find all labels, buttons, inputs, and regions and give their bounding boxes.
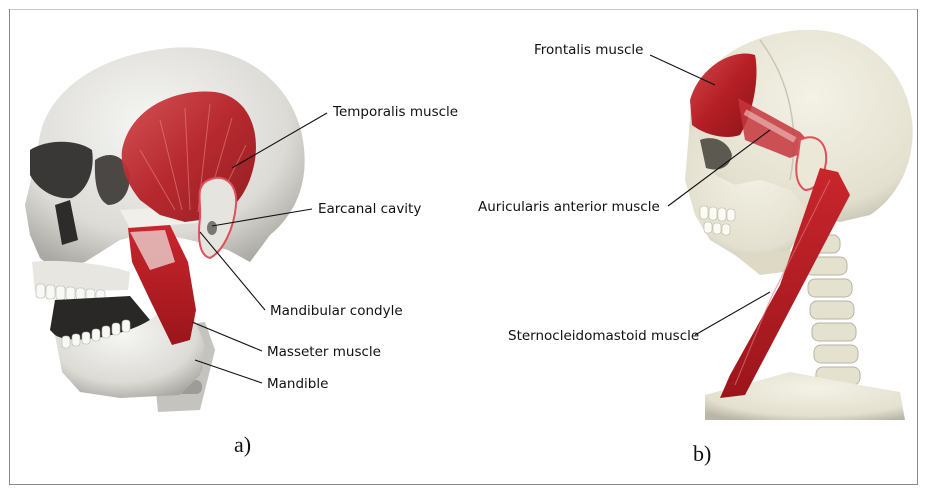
label-frontalis-muscle: Frontalis muscle (534, 42, 643, 58)
label-masseter-muscle: Masseter muscle (267, 344, 381, 360)
label-sternocleidomastoid-muscle: Sternocleidomastoid muscle (508, 328, 699, 344)
panel-b-head (650, 30, 913, 420)
label-mandible: Mandible (267, 376, 328, 392)
label-mandibular-condyle: Mandibular condyle (270, 303, 403, 319)
caption-panel-a: a) (234, 433, 251, 457)
label-auricularis-anterior-muscle: Auricularis anterior muscle (478, 199, 660, 215)
ear-canal-opening (207, 221, 217, 235)
label-earcanal-cavity: Earcanal cavity (318, 201, 421, 217)
caption-panel-b: b) (693, 442, 711, 466)
label-temporalis-muscle: Temporalis muscle (333, 104, 458, 120)
